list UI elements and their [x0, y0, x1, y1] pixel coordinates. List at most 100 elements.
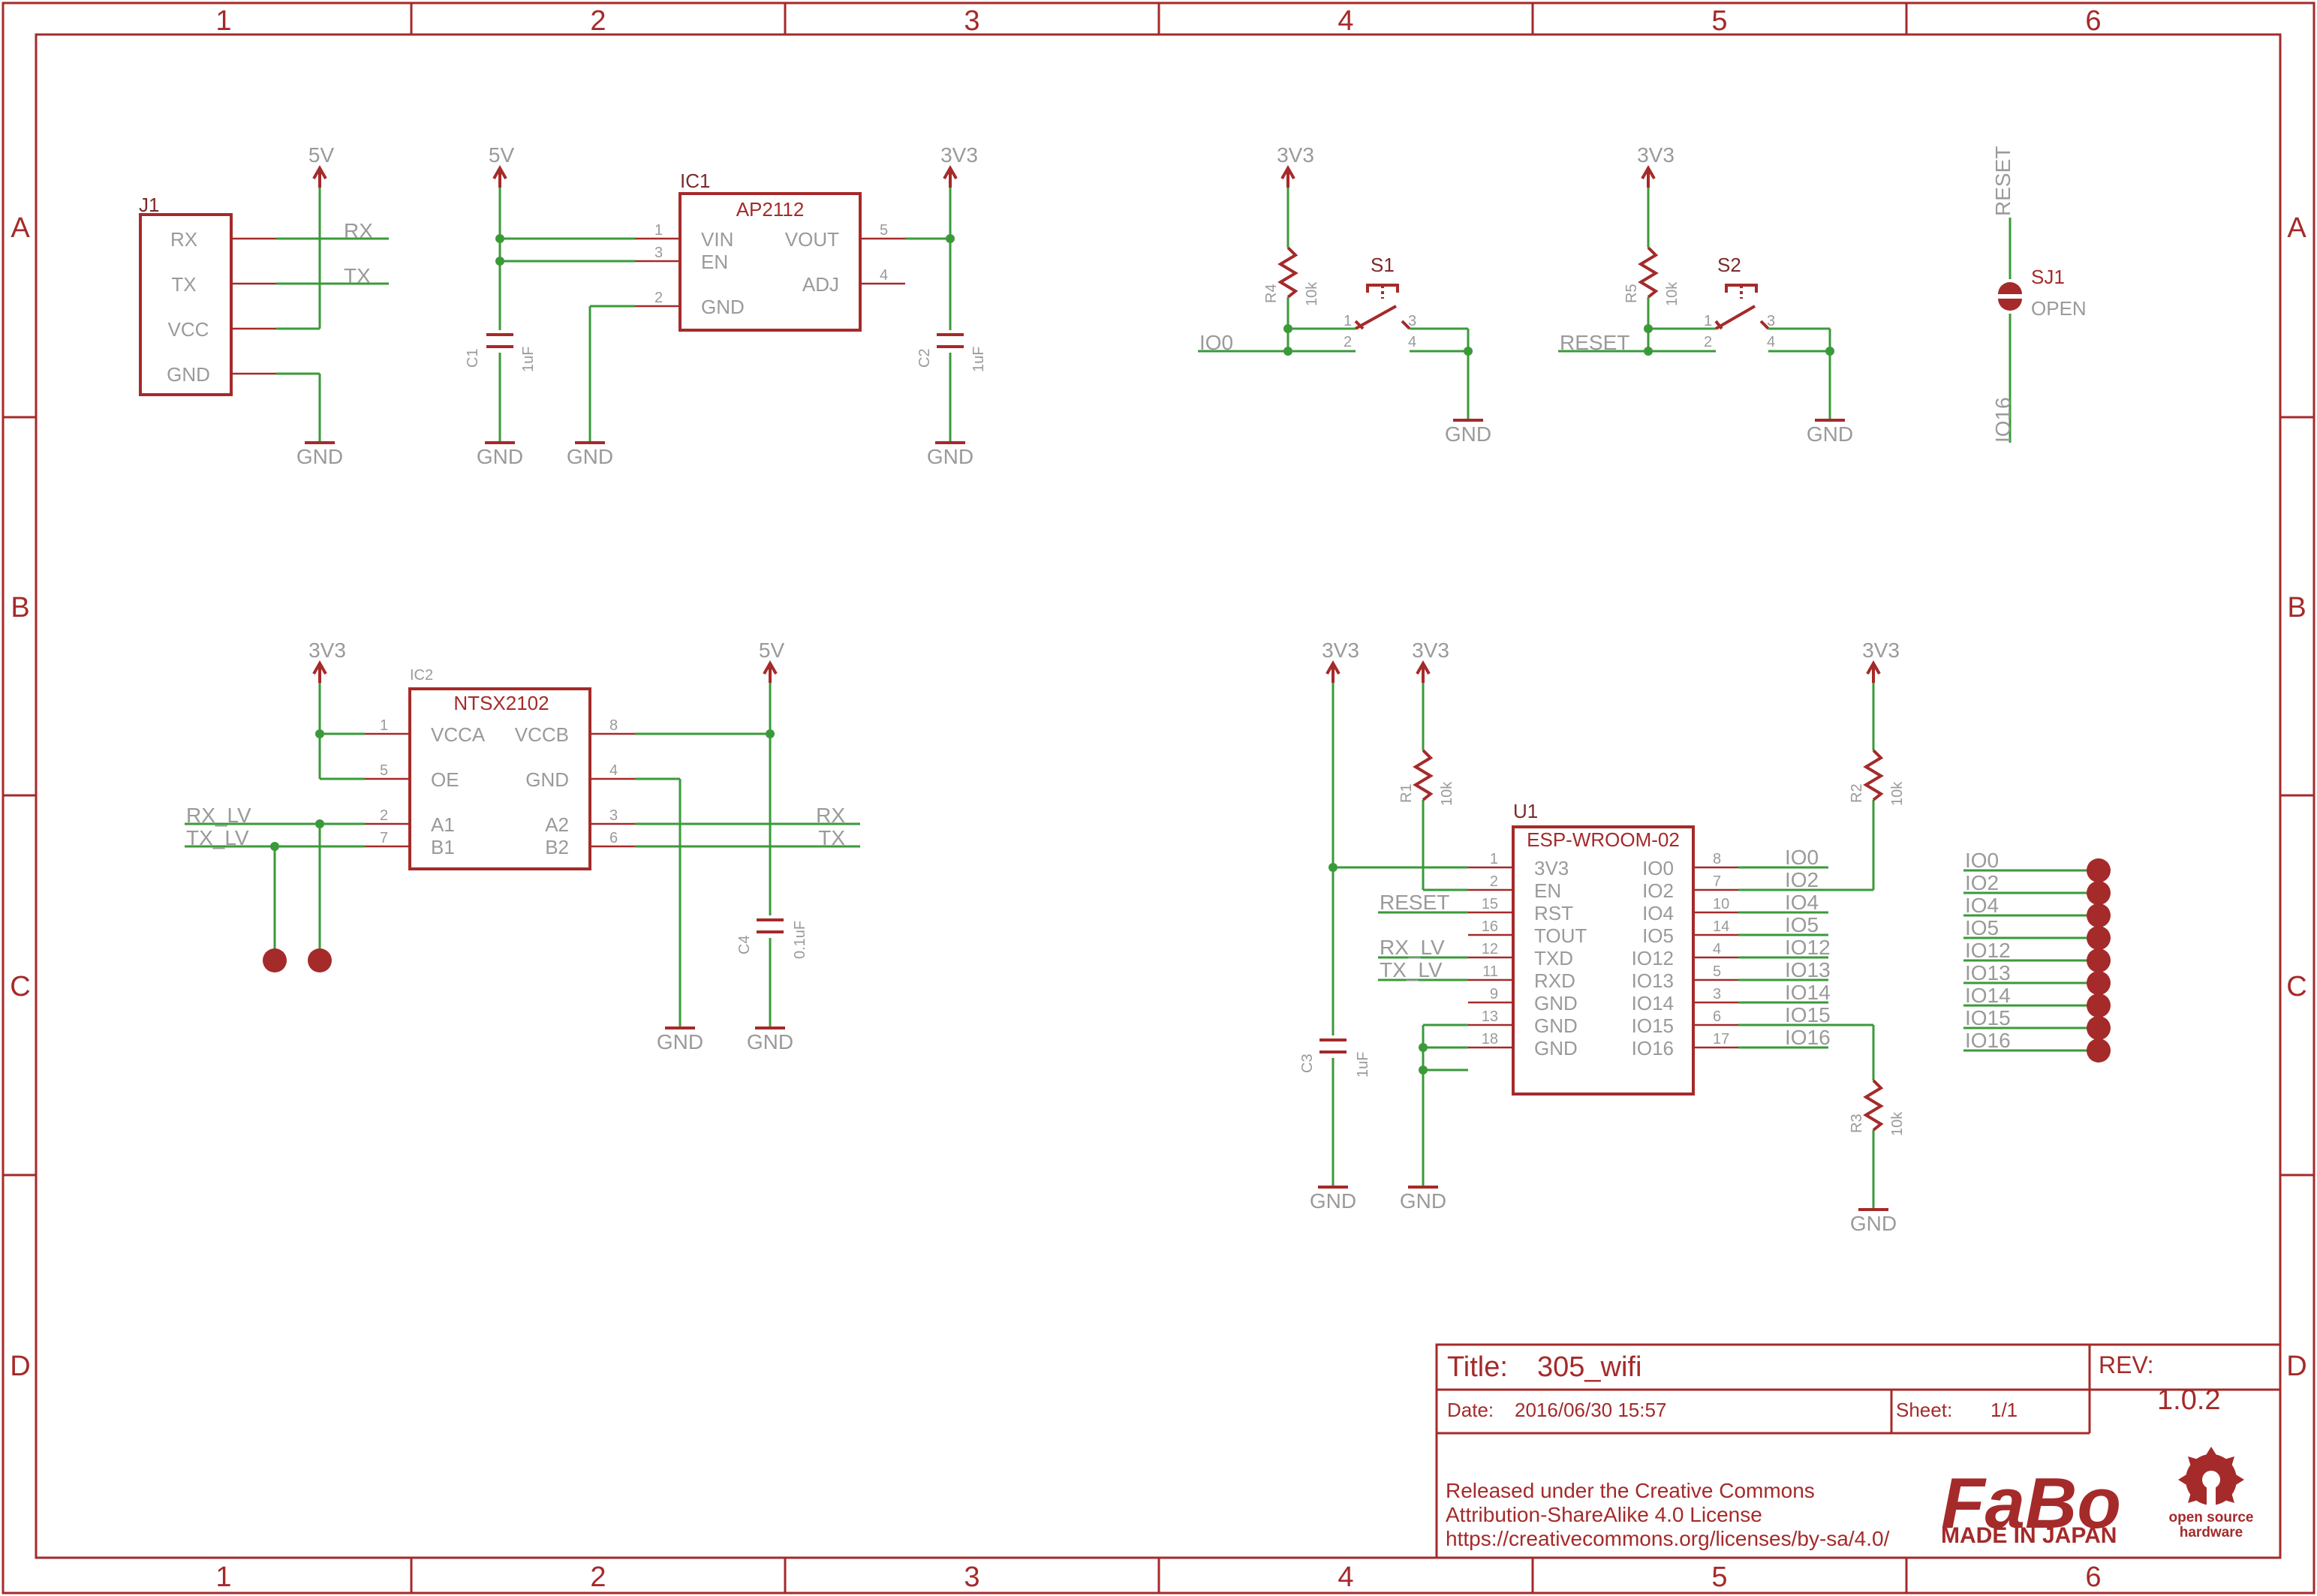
u1-pin-name: GND — [1534, 1014, 1578, 1037]
u1-pin-number: 3 — [1713, 986, 1721, 1002]
svg-text:3: 3 — [1408, 313, 1416, 329]
resistor-r4: R4 10k — [1263, 246, 1320, 306]
u1-pin-number: 6 — [1713, 1008, 1721, 1025]
net-label-tx-lv: TX_LV — [186, 826, 249, 849]
r1-value: 10k — [1439, 781, 1455, 806]
svg-text:GND: GND — [1850, 1212, 1897, 1235]
c4-value: 0.1uF — [792, 921, 808, 959]
svg-text:3: 3 — [654, 245, 663, 261]
u1-pin-name: IO0 — [1642, 857, 1674, 879]
svg-text:4: 4 — [609, 762, 618, 779]
connector-j1: J1 RX TX VCC GND — [139, 194, 276, 396]
svg-text:5V: 5V — [489, 143, 515, 167]
j1-pin-label: GND — [167, 363, 210, 386]
header-pad — [2087, 1038, 2111, 1062]
u1-pin-name: IO14 — [1632, 992, 1674, 1014]
u1-pin-number: 11 — [1482, 963, 1498, 980]
u1-pin-number: 1 — [1490, 851, 1498, 867]
ic1-value: AP2112 — [736, 198, 805, 221]
u1-left-net-label: RESET — [1380, 891, 1449, 914]
row-markers: A B C D A B C D — [10, 212, 2306, 1382]
s2-ref: S2 — [1717, 254, 1741, 276]
svg-text:GND: GND — [1400, 1189, 1446, 1213]
u1-pin-name: TXD — [1534, 947, 1573, 969]
svg-text:VCCA: VCCA — [431, 723, 486, 746]
ic1-ref: IC1 — [680, 170, 710, 192]
net-label-reset: RESET — [1560, 331, 1629, 354]
svg-text:GND: GND — [1310, 1189, 1356, 1213]
svg-text:1: 1 — [1344, 313, 1352, 329]
col-marker-bottom: 6 — [2085, 1561, 2101, 1593]
u1-right-net-label: IO4 — [1785, 891, 1819, 914]
header-pad — [2087, 948, 2111, 972]
svg-text:2: 2 — [380, 807, 388, 824]
u1-right-net-label: IO5 — [1785, 913, 1819, 936]
r2-ref: R2 — [1849, 783, 1865, 803]
j1-pin-label: VCC — [168, 318, 209, 341]
capacitor-c4: C4 0.1uF — [736, 918, 808, 959]
svg-text:GND: GND — [477, 445, 523, 468]
fabo-logo: FaBo — [1941, 1463, 2121, 1543]
svg-text:5: 5 — [380, 762, 388, 779]
regulator-ic1: IC1 AP2112 1 3 2 5 4 VIN EN GND VOUT ADJ — [635, 170, 905, 332]
date-value: 2016/06/30 15:57 — [1515, 1399, 1666, 1421]
u1-pin-number: 5 — [1713, 963, 1721, 980]
ic2-ref: IC2 — [410, 667, 433, 684]
col-marker-bottom: 4 — [1338, 1561, 1353, 1593]
oshw-text-line-2: hardware — [2180, 1525, 2243, 1540]
net-label-rx: RX — [816, 804, 845, 827]
u1-pin-number: 10 — [1713, 896, 1729, 912]
j1-nets: RX TX — [276, 171, 389, 441]
s2-nets: RESET — [1558, 171, 1834, 419]
svg-text:GND: GND — [296, 445, 343, 468]
sheet-value: 1/1 — [1991, 1399, 2018, 1421]
u1-pin-name: IO15 — [1632, 1014, 1674, 1037]
power-5v-j1: 5V — [308, 143, 334, 188]
svg-text:3V3: 3V3 — [308, 639, 346, 662]
header-net-label: IO5 — [1965, 916, 1999, 939]
u1-pin-number: 13 — [1482, 1008, 1498, 1025]
svg-text:VCCB: VCCB — [515, 723, 569, 746]
u1-pin-number: 15 — [1482, 896, 1498, 912]
resistor-r2: R2 10k — [1849, 749, 1906, 806]
u1-right-net-label: IO13 — [1785, 958, 1831, 981]
license-line-3: https://creativecommons.org/licenses/by-… — [1446, 1527, 1890, 1550]
c3-ref: C3 — [1299, 1053, 1316, 1073]
svg-text:4: 4 — [1767, 334, 1775, 350]
u1-pin-name: IO16 — [1632, 1037, 1674, 1059]
svg-text:ADJ: ADJ — [802, 273, 839, 296]
col-marker-top: 5 — [1711, 5, 1727, 37]
u1-ref: U1 — [1513, 800, 1538, 822]
s1-nets: IO0 — [1198, 171, 1473, 419]
title-block: Title: 305_wifi REV: 1.0.2 Date: 2016/06… — [1435, 1343, 2282, 1559]
row-marker-left: B — [11, 592, 29, 624]
u1-pin-number: 16 — [1482, 918, 1498, 935]
row-marker-right: D — [2286, 1351, 2306, 1382]
net-label-tx: TX — [818, 826, 845, 849]
svg-text:A1: A1 — [431, 813, 455, 836]
resistor-r3: R3 10k — [1849, 1079, 1906, 1136]
s1-ref: S1 — [1371, 254, 1395, 276]
rev-value: 1.0.2 — [2157, 1384, 2221, 1416]
net-label-tx: TX — [344, 264, 371, 287]
u1-nets — [1329, 666, 1875, 1208]
u1-right-net-label: IO16 — [1785, 1026, 1831, 1049]
ic1-nets — [495, 171, 955, 441]
row-marker-right: A — [2287, 212, 2306, 244]
svg-text:B1: B1 — [431, 836, 455, 858]
r5-ref: R5 — [1623, 284, 1640, 303]
u1-right-net-label: IO0 — [1785, 846, 1819, 869]
c1-value: 1uF — [520, 347, 537, 372]
svg-text:4: 4 — [880, 267, 888, 284]
row-marker-left: C — [10, 971, 30, 1002]
u1-pin-name: GND — [1534, 992, 1578, 1014]
r4-ref: R4 — [1263, 284, 1280, 303]
svg-text:3V3: 3V3 — [940, 143, 978, 167]
col-marker-top: 6 — [2085, 5, 2101, 37]
row-marker-left: D — [10, 1351, 30, 1382]
title-label: Title: — [1447, 1351, 1508, 1383]
j1-pin-label: RX — [170, 228, 197, 251]
sj1-value: OPEN — [2031, 297, 2087, 320]
j1-pin-label: TX — [171, 273, 196, 296]
